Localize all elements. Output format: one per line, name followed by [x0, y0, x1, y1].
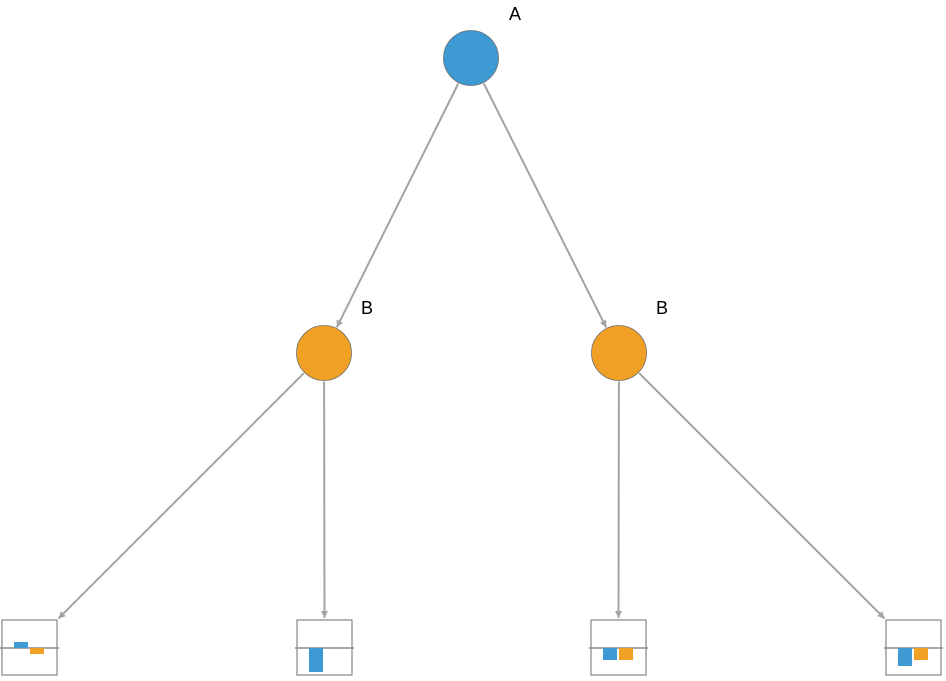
- right-chance-node-circle[interactable]: [591, 325, 647, 381]
- edge-root-to-b-left: [335, 83, 460, 328]
- leaf-3[interactable]: [589, 619, 648, 676]
- edges-layer: [57, 83, 886, 620]
- right-chance-node-label: B: [656, 298, 668, 318]
- leaf-4-bar-1: [898, 648, 912, 666]
- root-node[interactable]: A: [443, 4, 522, 86]
- leaf-3-bar-1: [603, 648, 617, 660]
- leaf-3-bar-2: [619, 648, 633, 660]
- edge-b-right-to-leaf-4: [638, 372, 886, 620]
- right-chance-node[interactable]: B: [591, 298, 669, 381]
- leaf-1-bar-2: [30, 648, 44, 654]
- edge-b-left-to-leaf-1: [57, 372, 305, 620]
- leaf-4[interactable]: [884, 619, 943, 676]
- leaf-1-bar-1: [14, 642, 28, 648]
- left-chance-node-label: B: [361, 298, 373, 318]
- left-chance-node-circle[interactable]: [296, 325, 352, 381]
- root-node-circle[interactable]: [443, 30, 499, 86]
- leaf-2-bar-1: [309, 648, 323, 672]
- leaf-4-bar-2: [914, 648, 928, 660]
- leaves-layer: [0, 619, 943, 676]
- nodes-layer: A B B: [296, 4, 669, 381]
- leaf-1[interactable]: [0, 619, 59, 676]
- left-chance-node[interactable]: B: [296, 298, 374, 381]
- root-node-label: A: [509, 4, 521, 24]
- edge-root-to-b-right: [482, 83, 608, 328]
- leaf-2[interactable]: [295, 619, 354, 676]
